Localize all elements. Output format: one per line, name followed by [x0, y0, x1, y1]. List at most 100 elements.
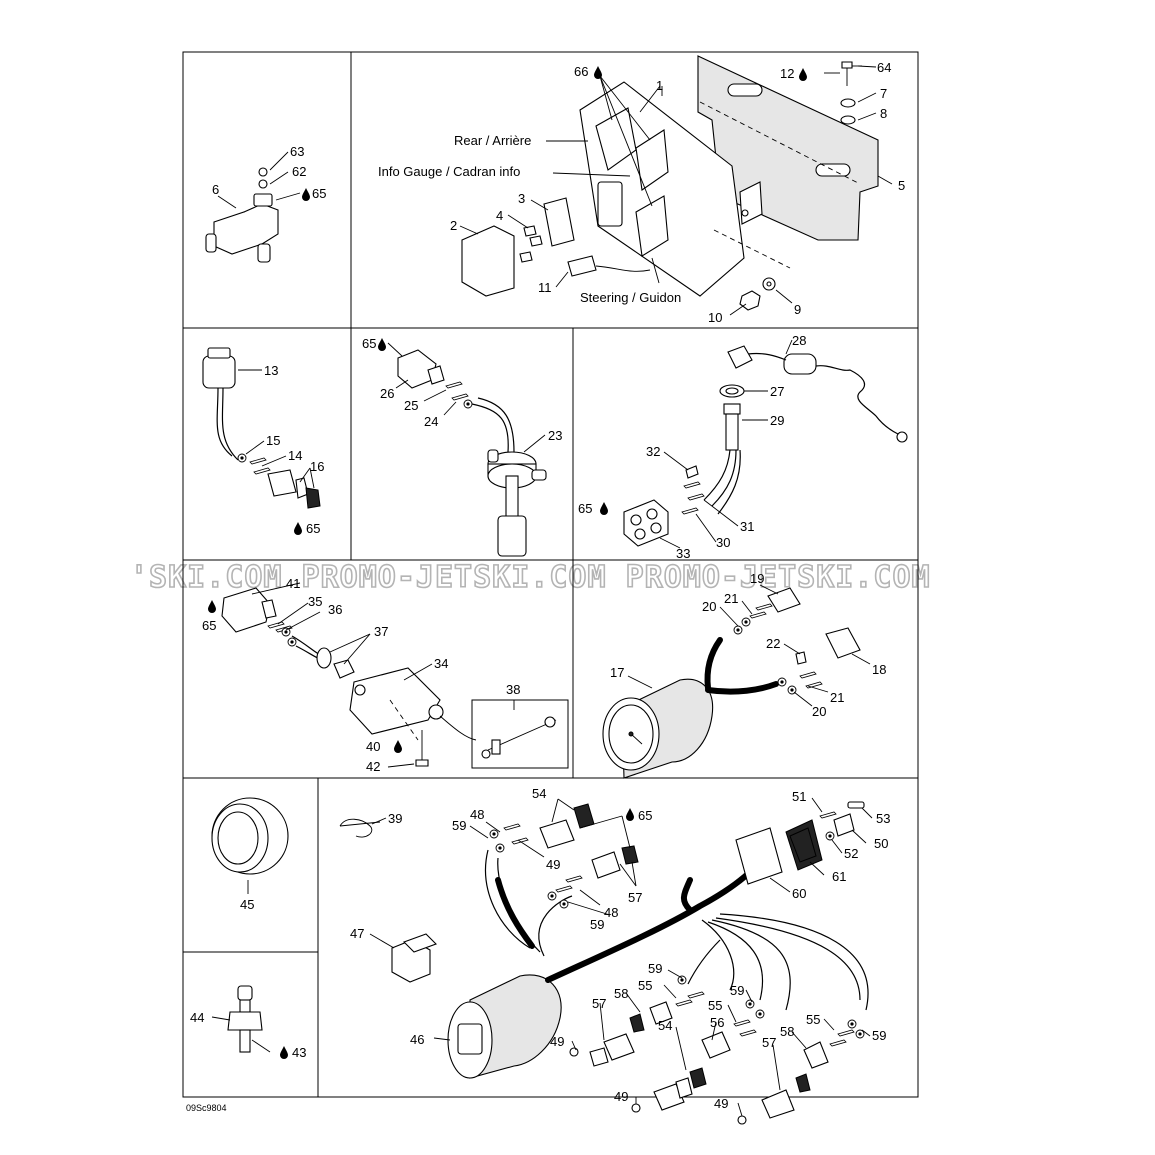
- part-number: 20: [812, 704, 826, 719]
- callout-steering: Steering / Guidon: [580, 290, 681, 305]
- part-number: 31: [740, 519, 754, 534]
- part-number: 48: [470, 807, 484, 822]
- part-number: 41: [286, 576, 300, 591]
- part-number: 35: [308, 594, 322, 609]
- sensor-13-assembly: [202, 347, 321, 509]
- part-number: 55: [638, 978, 652, 993]
- part-number: 51: [792, 789, 806, 804]
- part-number: 37: [374, 624, 388, 639]
- part-number: 39: [388, 811, 402, 826]
- part-number: 55: [708, 998, 722, 1013]
- part-number: 30: [716, 535, 730, 550]
- part-number: 66: [574, 64, 588, 79]
- part-number: 17: [610, 665, 624, 680]
- part-number: 57: [592, 996, 606, 1011]
- part-number: 49: [614, 1089, 628, 1104]
- part-number: 6: [212, 182, 219, 197]
- part-number: 3: [518, 191, 525, 206]
- part-number: 64: [877, 60, 891, 75]
- part-number: 63: [290, 144, 304, 159]
- part-number: 24: [424, 414, 438, 429]
- part-number: 54: [658, 1018, 672, 1033]
- oil-drop-icon: [594, 66, 602, 79]
- part-number: 59: [452, 818, 466, 833]
- oil-drop-icon: [302, 188, 310, 201]
- part-numbers: 66 1 12 64 7 8 5 3 4 2 11 9 10 63 62 65 …: [190, 60, 905, 1111]
- part-number: 46: [410, 1032, 424, 1047]
- speed-sensor-assembly: [221, 582, 569, 769]
- panel-frames: [182, 51, 919, 1098]
- part-number: 40: [366, 739, 380, 754]
- part-number: 10: [708, 310, 722, 325]
- part-number: 55: [806, 1012, 820, 1027]
- part-number: 47: [350, 926, 364, 941]
- part-number: 59: [872, 1028, 886, 1043]
- part-number: 4: [496, 208, 503, 223]
- oil-drop-icon: [600, 502, 608, 515]
- part-number: 29: [770, 413, 784, 428]
- part-number: 52: [844, 846, 858, 861]
- part-number: 36: [328, 602, 342, 617]
- watermark-text: 'SKI.COM PROMO-JETSKI.COM PROMO-JETSKI.C…: [130, 560, 931, 595]
- part-number: 18: [872, 662, 886, 677]
- part-number: 32: [646, 444, 660, 459]
- oil-drop-icon: [280, 1046, 288, 1059]
- part-number: 58: [780, 1024, 794, 1039]
- part-number: 62: [292, 164, 306, 179]
- part-number: 49: [714, 1096, 728, 1111]
- part-number: 58: [614, 986, 628, 1001]
- part-number: 42: [366, 759, 380, 774]
- callout-info-gauge: Info Gauge / Cadran info: [378, 164, 520, 179]
- part-number: 43: [292, 1045, 306, 1060]
- part-number: 14: [288, 448, 302, 463]
- valve-assembly: [205, 151, 301, 263]
- main-harness-assembly: [339, 797, 873, 1125]
- fuel-sensor-assembly: [387, 342, 547, 557]
- gauge-assembly: [602, 584, 871, 779]
- module-assembly: [459, 55, 893, 316]
- part-number: 1: [656, 78, 663, 93]
- part-number: 27: [770, 384, 784, 399]
- part-number: 59: [730, 983, 744, 998]
- part-number: 65: [306, 521, 320, 536]
- part-number: 60: [792, 886, 806, 901]
- temp-sensor-assembly: [211, 985, 271, 1053]
- part-number: 25: [404, 398, 418, 413]
- part-number: 22: [766, 636, 780, 651]
- oil-drop-icon: [626, 808, 634, 821]
- drawing-code: 09Sc9804: [186, 1103, 227, 1113]
- part-number: 23: [548, 428, 562, 443]
- part-number: 11: [538, 280, 552, 295]
- part-number: 21: [830, 690, 844, 705]
- part-number: 16: [310, 459, 324, 474]
- callout-rear: Rear / Arrière: [454, 133, 531, 148]
- part-number: 20: [702, 599, 716, 614]
- part-number: 53: [876, 811, 890, 826]
- part-number: 5: [898, 178, 905, 193]
- part-number: 65: [202, 618, 216, 633]
- part-number: 9: [794, 302, 801, 317]
- oil-drop-icon: [799, 68, 807, 81]
- oil-drop-icon: [294, 522, 302, 535]
- oil-drop-icon: [208, 600, 216, 613]
- part-number: 28: [792, 333, 806, 348]
- part-number: 65: [362, 336, 376, 351]
- part-number: 26: [380, 386, 394, 401]
- part-number: 65: [312, 186, 326, 201]
- part-number: 34: [434, 656, 448, 671]
- part-number: 12: [780, 66, 794, 81]
- part-number: 13: [264, 363, 278, 378]
- ring-45: [211, 797, 289, 894]
- part-number: 45: [240, 897, 254, 912]
- part-number: 49: [546, 857, 560, 872]
- part-number: 15: [266, 433, 280, 448]
- part-number: 56: [710, 1015, 724, 1030]
- oil-drop-icon: [394, 740, 402, 753]
- part-number: 49: [550, 1034, 564, 1049]
- part-number: 8: [880, 106, 887, 121]
- part-number: 59: [590, 917, 604, 932]
- callout-labels: Rear / Arrière Info Gauge / Cadran info …: [186, 133, 681, 1113]
- key-sensor-assembly: [623, 339, 908, 549]
- oil-drop-icon: [378, 338, 386, 351]
